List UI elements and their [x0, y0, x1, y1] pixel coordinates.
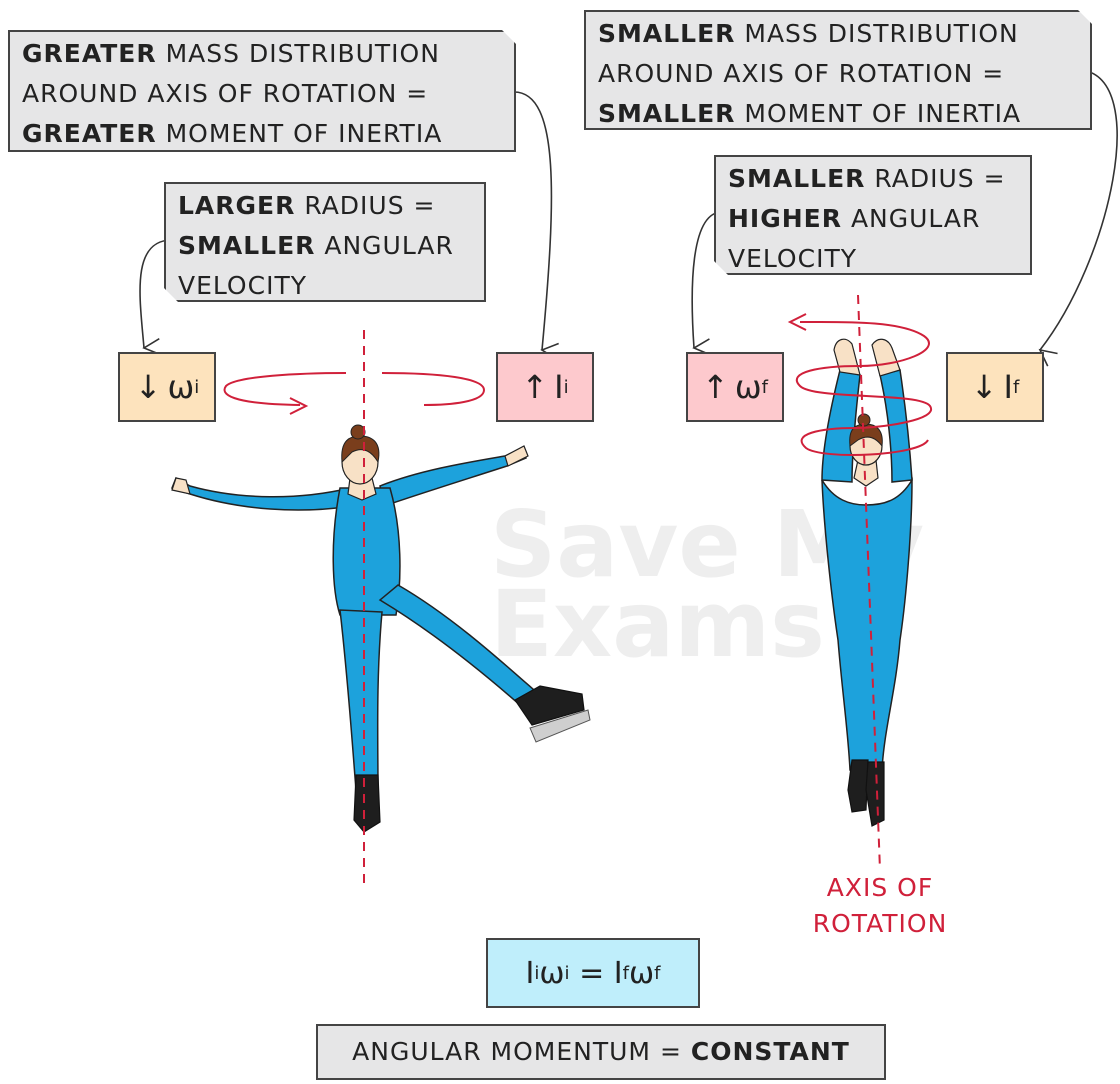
note-larger-radius-line2-rest: ANGULAR	[315, 231, 454, 260]
I-f-sub: f	[1012, 376, 1020, 398]
eq-s4: f	[654, 962, 661, 984]
note-smaller-radius-line1-bold: SMALLER	[728, 164, 866, 193]
skater-right	[821, 338, 913, 827]
note-larger-radius-line1-rest: RADIUS =	[295, 191, 436, 220]
eq-w1: ω	[539, 955, 565, 991]
omega-f-box: ↑ ω f	[686, 352, 784, 422]
note-smaller-mass-line1-bold: SMALLER	[598, 19, 736, 48]
omega-f-symbol: ω	[734, 368, 762, 406]
I-f-box: ↓ I f	[946, 352, 1044, 422]
note-greater-mass-line3-bold: GREATER	[22, 119, 157, 148]
note-larger-radius-line1-bold: LARGER	[178, 191, 296, 220]
omega-f-arrow: ↑	[702, 368, 729, 406]
I-i-sub: i	[563, 376, 569, 398]
note-greater-mass-line3-rest: MOMENT OF INERTIA	[156, 119, 443, 148]
note-larger-radius-line3: VELOCITY	[178, 271, 307, 300]
note-larger-radius: LARGER RADIUS = SMALLER ANGULAR VELOCITY	[164, 182, 486, 302]
conclusion-box: ANGULAR MOMENTUM = CONSTANT	[316, 1024, 886, 1080]
note-greater-mass: GREATER MASS DISTRIBUTION AROUND AXIS OF…	[8, 30, 516, 152]
note-greater-mass-line1-rest: MASS DISTRIBUTION	[156, 39, 440, 68]
eq-I1: I	[525, 955, 535, 991]
omega-i-arrow: ↓	[134, 368, 162, 406]
eq-s1: i	[534, 962, 540, 984]
note-greater-mass-line2: AROUND AXIS OF ROTATION =	[22, 79, 429, 108]
I-f-arrow: ↓	[970, 368, 998, 406]
omega-f-sub: f	[761, 376, 768, 398]
conclusion-text: ANGULAR MOMENTUM =	[352, 1037, 691, 1066]
I-i-box: ↑ I i	[496, 352, 594, 422]
axis-of-rotation-label: AXIS OF ROTATION	[790, 870, 970, 942]
omega-i-sub: i	[194, 376, 200, 398]
note-smaller-radius: SMALLER RADIUS = HIGHER ANGULAR VELOCITY	[714, 155, 1032, 275]
I-i-arrow: ↑	[521, 368, 549, 406]
note-greater-mass-line1-bold: GREATER	[22, 39, 157, 68]
note-smaller-radius-line2-bold: HIGHER	[728, 204, 842, 233]
note-smaller-radius-line2-rest: ANGULAR	[842, 204, 981, 233]
note-smaller-mass-line3-rest: MOMENT OF INERTIA	[735, 99, 1022, 128]
note-smaller-mass-line3-bold: SMALLER	[598, 99, 736, 128]
note-larger-radius-line2-bold: SMALLER	[178, 231, 316, 260]
eq-w2: ω	[628, 955, 655, 991]
watermark-line2: Exams	[490, 571, 825, 678]
omega-i-symbol: ω	[167, 368, 195, 406]
note-smaller-mass-line2: AROUND AXIS OF ROTATION =	[598, 59, 1005, 88]
omega-i-box: ↓ ω i	[118, 352, 216, 422]
eq-equals: =	[569, 955, 614, 991]
skater-left	[171, 424, 591, 833]
note-smaller-radius-line3: VELOCITY	[728, 244, 857, 273]
axis-label-line2: ROTATION	[812, 909, 948, 938]
axis-label-line1: AXIS OF	[826, 873, 934, 902]
conclusion-bold: CONSTANT	[690, 1037, 850, 1066]
I-f-symbol: I	[1003, 368, 1013, 406]
note-smaller-mass-line1-rest: MASS DISTRIBUTION	[735, 19, 1019, 48]
note-smaller-radius-line1-rest: RADIUS =	[865, 164, 1006, 193]
eq-I2: I	[613, 955, 623, 991]
eq-s2: i	[564, 962, 570, 984]
I-i-symbol: I	[554, 368, 564, 406]
eq-s3: f	[622, 962, 629, 984]
note-smaller-mass: SMALLER MASS DISTRIBUTION AROUND AXIS OF…	[584, 10, 1092, 130]
